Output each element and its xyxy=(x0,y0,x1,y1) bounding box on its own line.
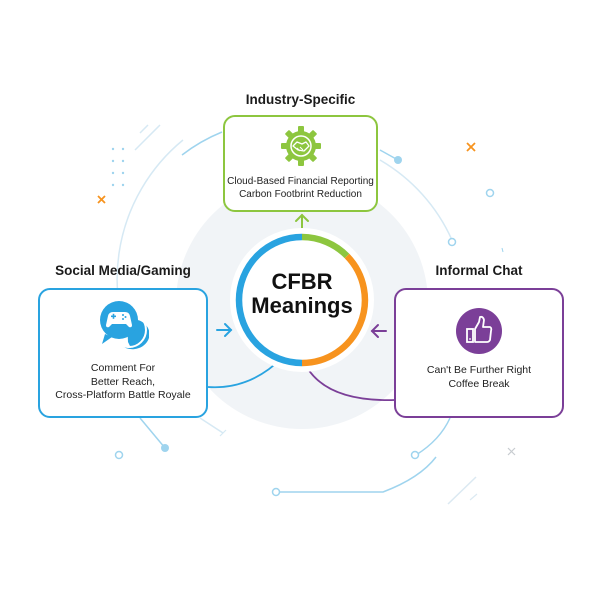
ring-segment-orange xyxy=(301,253,369,367)
tick-mark xyxy=(501,247,504,253)
dot-grid xyxy=(111,147,125,187)
connector-informal xyxy=(307,368,396,401)
dot-filled xyxy=(394,156,402,164)
dot-ring xyxy=(271,487,281,497)
meaning-item: Comment For xyxy=(90,362,156,374)
x-mark-icon xyxy=(507,447,516,456)
outer-arc-right xyxy=(379,159,453,241)
meanings-list-industry: Cloud-Based Financial Reporting Carbon F… xyxy=(225,175,376,201)
arrow-left-icon xyxy=(370,324,387,338)
center-title-line1: CFBR xyxy=(271,269,333,294)
dot-ring xyxy=(447,237,457,247)
category-title-informal: Informal Chat xyxy=(435,263,523,278)
connector-line xyxy=(415,417,451,456)
outer-arc-top-left xyxy=(181,131,223,156)
thumbs-up-icon xyxy=(455,307,503,360)
deco-stroke xyxy=(139,124,149,134)
connector-line xyxy=(280,456,437,493)
ring-segment-green xyxy=(301,233,350,259)
ring-segment-blue xyxy=(235,233,303,367)
category-card-social: Comment For Better Reach, Cross-Platform… xyxy=(38,288,208,418)
deco-stroke xyxy=(469,493,478,501)
meaning-item: Cross-Platform Battle Royale xyxy=(55,389,191,401)
meanings-list-social: Comment For Better Reach, Cross-Platform… xyxy=(40,362,206,403)
deco-stroke xyxy=(199,417,224,434)
meaning-item: Cloud-Based Financial Reporting xyxy=(227,176,374,187)
meaning-item: Carbon Footbrint Reduction xyxy=(239,189,362,200)
category-title-industry: Industry-Specific xyxy=(245,92,356,107)
dot-ring xyxy=(114,450,124,460)
center-title: CFBR Meanings xyxy=(240,270,364,318)
category-title-social: Social Media/Gaming xyxy=(55,263,191,278)
dot-filled xyxy=(161,444,169,452)
chat-gamepad-icon xyxy=(97,300,150,355)
arrow-right-icon xyxy=(216,323,233,337)
connector-line xyxy=(139,417,166,449)
category-card-informal: Can't Be Further Right Coffee Break xyxy=(394,288,564,418)
dot-ring xyxy=(410,450,420,460)
deco-stroke xyxy=(134,124,161,151)
deco-stroke xyxy=(447,476,477,505)
dot-ring xyxy=(485,188,495,198)
meaning-item: Can't Be Further Right xyxy=(426,364,532,376)
meaning-item: Better Reach, xyxy=(90,375,156,388)
center-disc xyxy=(230,228,374,372)
meaning-item: Coffee Break xyxy=(448,377,510,390)
category-card-industry: Cloud-Based Financial Reporting Carbon F… xyxy=(223,115,378,212)
x-mark-icon xyxy=(97,142,476,204)
center-title-line2: Meanings xyxy=(251,293,353,318)
meanings-list-informal: Can't Be Further Right Coffee Break xyxy=(396,364,562,391)
arrow-up-icon xyxy=(295,213,309,229)
gear-handshake-icon xyxy=(279,124,323,173)
deco-stroke xyxy=(219,429,227,437)
